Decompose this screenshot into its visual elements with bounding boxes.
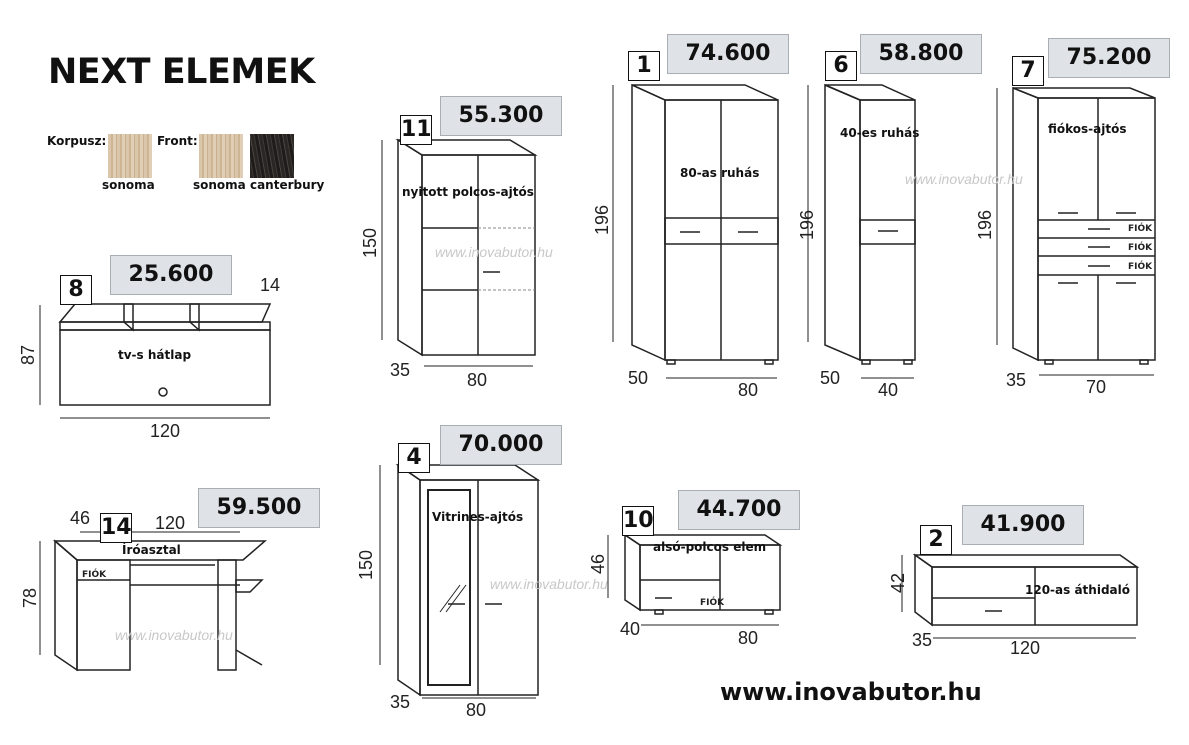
drawing-6: [807, 83, 916, 379]
drawing-10: [607, 533, 783, 626]
item-number: 1: [628, 51, 660, 81]
depth-dim: 35: [912, 630, 933, 650]
depth-dim: 35: [390, 692, 411, 712]
drawing-11: [381, 138, 538, 367]
item-number: 10: [622, 506, 654, 536]
item-label: 80-as ruhás: [680, 166, 760, 180]
width-dim: 120: [150, 421, 181, 441]
drawer-label: FIÓK: [1128, 243, 1153, 253]
item-label: Vitrines-ajtós: [432, 510, 524, 524]
item-price: 59.500: [198, 488, 320, 528]
item-number: 4: [398, 443, 430, 473]
width-dim: 80: [467, 370, 488, 390]
item-number: 6: [825, 51, 857, 81]
front-label: Front:: [157, 134, 198, 148]
watermark: www.inovabutor.hu: [490, 576, 608, 592]
watermark: www.inovabutor.hu: [115, 627, 233, 643]
drawer-label: FIÓK: [700, 598, 725, 608]
korpusz-label: Korpusz:: [47, 134, 107, 148]
drawing-4: [379, 463, 541, 699]
depth-dim: 40: [620, 619, 641, 639]
watermark: www.inovabutor.hu: [435, 244, 553, 260]
height-dim: 150: [360, 227, 380, 258]
width-dim: 80: [466, 700, 487, 720]
website-link[interactable]: www.inovabutor.hu: [720, 678, 982, 706]
item-number: 7: [1012, 56, 1044, 86]
width-dim: 80: [738, 380, 759, 400]
front-swatch-names: sonoma canterbury: [193, 178, 325, 192]
height-dim: 196: [797, 209, 817, 240]
item-price: 70.000: [440, 425, 562, 465]
depth-dim: 35: [1006, 370, 1027, 390]
item-label: alsó-polcos elem: [653, 540, 767, 554]
korpusz-swatch-name: sonoma: [102, 178, 155, 192]
width-dim: 120: [1010, 638, 1041, 658]
height-dim: 196: [592, 204, 612, 235]
item-label: 120-as áthidaló: [1025, 583, 1130, 597]
item-label: fiókos-ajtós: [1048, 122, 1127, 136]
drawer-label: FIÓK: [82, 570, 107, 580]
drawing-8: [39, 303, 272, 419]
front-sonoma-swatch: [199, 134, 243, 178]
item-label: tv-s hátlap: [118, 348, 192, 362]
height-dim: 46: [588, 553, 608, 574]
depth-dim: 14: [260, 275, 281, 295]
item-price: 58.800: [860, 34, 982, 74]
drawing-1: [612, 83, 779, 379]
depth-dim: 35: [390, 360, 411, 380]
width-dim: 80: [738, 628, 759, 648]
item-label: Íróasztal: [122, 543, 181, 557]
front-canterbury-swatch: [250, 134, 294, 178]
depth-dim: 46: [70, 508, 91, 528]
height-dim: 87: [18, 344, 38, 365]
drawing-7: [996, 86, 1156, 376]
height-dim: 78: [20, 587, 40, 608]
drawing-14: [39, 531, 268, 672]
item-label: nyitott polcos-ajtós: [402, 185, 534, 199]
width-dim: 70: [1086, 377, 1107, 397]
depth-dim: 50: [628, 368, 649, 388]
item-number: 14: [100, 513, 132, 543]
item-price: 25.600: [110, 255, 232, 295]
item-price: 75.200: [1048, 38, 1170, 78]
item-price: 55.300: [440, 96, 562, 136]
width-dim: 40: [878, 380, 899, 400]
item-number: 11: [400, 115, 432, 145]
item-price: 41.900: [962, 505, 1084, 545]
item-number: 8: [60, 275, 92, 305]
depth-dim: 50: [820, 368, 841, 388]
height-dim: 150: [356, 549, 376, 580]
drawer-label: FIÓK: [1128, 224, 1153, 234]
watermark: www.inovabutor.hu: [905, 171, 1023, 187]
item-number: 2: [920, 525, 952, 555]
width-dim: 120: [155, 513, 186, 533]
item-price: 74.600: [667, 34, 789, 74]
item-price: 44.700: [678, 490, 800, 530]
drawer-label: FIÓK: [1128, 262, 1153, 272]
height-dim: 196: [975, 209, 995, 240]
height-dim: 42: [888, 572, 908, 593]
drawing-2: [901, 553, 1140, 639]
page-title: NEXT ELEMEK: [48, 52, 315, 92]
korpusz-sonoma-swatch: [108, 134, 152, 178]
item-label: 40-es ruhás: [840, 126, 920, 140]
